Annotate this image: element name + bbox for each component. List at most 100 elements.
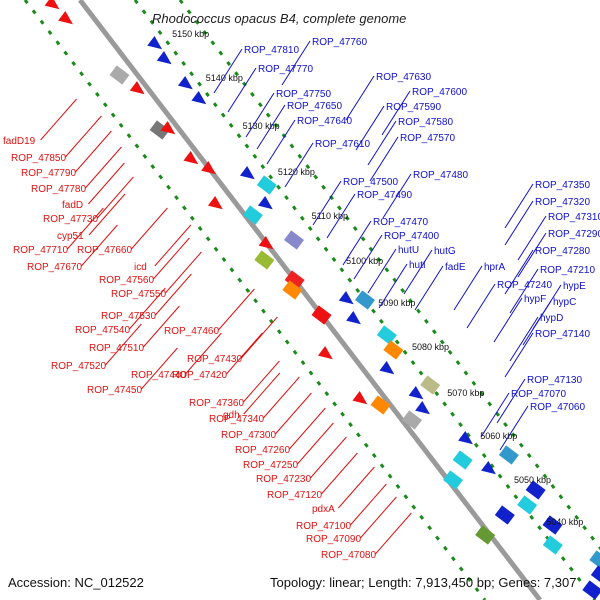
left-gene-label[interactable]: ROP_47780 — [31, 184, 86, 195]
right-gene-label[interactable]: ROP_47240 — [497, 280, 552, 291]
left-gene-label[interactable]: ROP_47450 — [87, 385, 142, 396]
left-gene-label[interactable]: pdxA — [312, 504, 335, 515]
right-gene-label[interactable]: ROP_47290 — [548, 229, 600, 240]
left-gene-label[interactable]: gdh — [223, 410, 240, 421]
kbp-tick-label: 5110 kbp — [312, 211, 348, 221]
left-gene-label[interactable]: ROP_47080 — [321, 550, 376, 561]
left-gene-label[interactable]: ROP_47560 — [99, 275, 154, 286]
gene-box — [370, 395, 391, 415]
left-leader-line — [321, 452, 358, 495]
map-title: Rhodococcus opacus B4, complete genome — [152, 11, 406, 26]
left-gene-label[interactable]: ROP_47670 — [27, 262, 82, 273]
right-gene-label[interactable]: ROP_47810 — [244, 45, 299, 56]
right-leader-line — [326, 193, 356, 239]
left-gene-label[interactable]: ROP_47420 — [172, 370, 227, 381]
left-gene-label[interactable]: ROP_47250 — [243, 460, 298, 471]
left-gene-label[interactable]: ROP_47120 — [267, 490, 322, 501]
left-leader-line — [243, 372, 281, 415]
gene-arrow — [239, 165, 255, 180]
left-gene-label[interactable]: ROP_47710 — [13, 245, 68, 256]
left-gene-label[interactable]: ROP_47540 — [75, 325, 130, 336]
left-gene-label[interactable]: ROP_47550 — [111, 289, 166, 300]
right-gene-label[interactable]: ROP_47640 — [297, 116, 352, 127]
left-gene-label[interactable]: ROP_47090 — [306, 534, 361, 545]
left-gene-label[interactable]: ROP_47360 — [189, 398, 244, 409]
right-gene-label[interactable]: ROP_47480 — [413, 170, 468, 181]
gene-box — [383, 340, 404, 360]
gene-arrow — [58, 10, 73, 25]
left-gene-label[interactable]: ROP_47260 — [235, 445, 290, 456]
right-gene-label[interactable]: ROP_47590 — [386, 102, 441, 113]
right-gene-label[interactable]: fadE — [445, 262, 466, 273]
right-gene-label[interactable]: ROP_47140 — [535, 329, 590, 340]
right-leader-line — [504, 200, 534, 246]
right-leader-line — [378, 263, 408, 309]
right-gene-label[interactable]: ROP_47320 — [535, 197, 590, 208]
right-gene-label[interactable]: hypD — [540, 313, 563, 324]
right-gene-label[interactable]: ROP_47350 — [535, 180, 590, 191]
right-gene-label[interactable]: hypE — [563, 281, 586, 292]
left-gene-label[interactable]: ROP_47440 — [131, 370, 186, 381]
gene-box — [402, 410, 422, 430]
right-gene-label[interactable]: ROP_47570 — [400, 133, 455, 144]
left-gene-label[interactable]: ROP_47460 — [164, 326, 219, 337]
gene-box — [149, 120, 170, 140]
left-leader-line — [360, 496, 397, 539]
right-gene-label[interactable]: ROP_47490 — [357, 190, 412, 201]
right-gene-label[interactable]: ROP_47130 — [527, 375, 582, 386]
left-gene-label[interactable]: ROP_47340 — [209, 414, 264, 425]
left-gene-label[interactable]: ROP_47520 — [51, 361, 106, 372]
left-gene-label[interactable]: ROP_47230 — [256, 474, 311, 485]
left-gene-label[interactable]: ROP_47790 — [21, 168, 76, 179]
right-gene-label[interactable]: ROP_47760 — [312, 37, 367, 48]
left-gene-label[interactable]: ROP_47660 — [77, 245, 132, 256]
right-gene-label[interactable]: ROP_47070 — [511, 389, 566, 400]
right-gene-label[interactable]: ROP_47770 — [258, 64, 313, 75]
gene-box — [443, 470, 463, 490]
left-gene-label[interactable]: ROP_47100 — [296, 521, 351, 532]
gene-box — [420, 375, 441, 395]
right-leader-line — [509, 316, 539, 362]
left-leader-line — [85, 146, 122, 189]
left-gene-label[interactable]: ROP_47850 — [11, 153, 66, 164]
kbp-tick-label: 5130 kbp — [243, 121, 280, 131]
right-leader-line — [353, 234, 383, 280]
left-gene-label[interactable]: cyp51 — [57, 231, 84, 242]
right-leader-line — [499, 405, 529, 451]
right-gene-label[interactable]: hypF — [524, 294, 546, 305]
left-leader-line — [375, 512, 412, 555]
left-gene-label[interactable]: ROP_47430 — [187, 354, 242, 365]
left-gene-label[interactable]: ROP_47300 — [221, 430, 276, 441]
right-gene-label[interactable]: ROP_47400 — [384, 231, 439, 242]
left-gene-label[interactable]: fadD — [62, 200, 83, 211]
right-gene-label[interactable]: ROP_47500 — [343, 177, 398, 188]
right-leader-line — [466, 283, 496, 329]
right-gene-label[interactable]: ROP_47060 — [530, 402, 585, 413]
left-gene-label[interactable]: ROP_47730 — [43, 214, 98, 225]
left-gene-label[interactable]: fadD19 — [3, 136, 36, 147]
right-gene-label[interactable]: ROP_47470 — [373, 217, 428, 228]
right-gene-label[interactable]: hutI — [409, 260, 426, 271]
right-gene-label[interactable]: ROP_47310 — [548, 212, 600, 223]
left-leader-line — [297, 422, 334, 465]
right-gene-labels[interactable]: ROP_47760ROP_47810ROP_47770ROP_47750ROP_… — [213, 37, 600, 451]
right-gene-label[interactable]: hprA — [484, 262, 505, 273]
right-gene-label[interactable]: ROP_47280 — [535, 246, 590, 257]
right-gene-label[interactable]: ROP_47210 — [540, 265, 595, 276]
right-gene-label[interactable]: ROP_47600 — [412, 87, 467, 98]
right-gene-label[interactable]: ROP_47580 — [398, 117, 453, 128]
right-gene-label[interactable]: ROP_47630 — [376, 72, 431, 83]
left-gene-label[interactable]: ROP_47530 — [101, 311, 156, 322]
right-gene-label[interactable]: ROP_47650 — [287, 101, 342, 112]
kbp-tick-label: 5090 kbp — [378, 298, 415, 308]
left-gene-label[interactable]: ROP_47510 — [89, 343, 144, 354]
right-gene-label[interactable]: ROP_47610 — [315, 139, 370, 150]
right-gene-label[interactable]: hypC — [553, 297, 576, 308]
right-gene-label[interactable]: hutG — [434, 246, 456, 257]
left-gene-label[interactable]: icd — [134, 262, 147, 273]
right-gene-label[interactable]: ROP_47750 — [276, 89, 331, 100]
gene-box — [376, 325, 397, 345]
right-gene-label[interactable]: hutU — [398, 245, 419, 256]
